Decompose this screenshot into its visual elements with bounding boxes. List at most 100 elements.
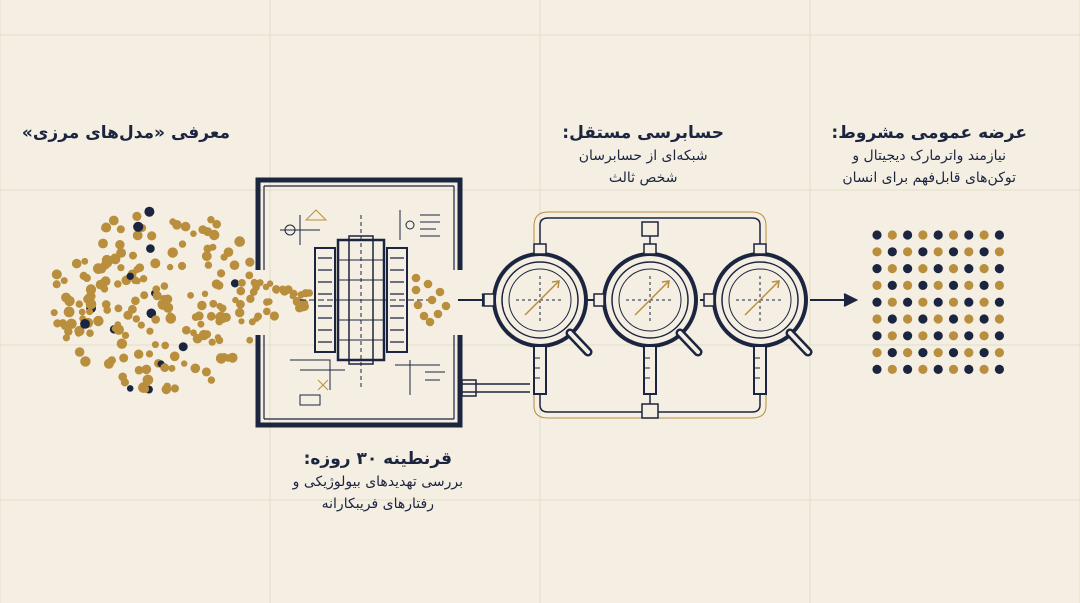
model-dot bbox=[265, 298, 273, 305]
release-dot bbox=[933, 314, 943, 324]
model-dot bbox=[295, 303, 304, 313]
stage-release-line-1: نیازمند واترمارک دیجیتال و bbox=[852, 148, 1007, 164]
model-dot bbox=[123, 310, 133, 320]
model-dot bbox=[197, 320, 205, 328]
model-dot bbox=[82, 274, 91, 282]
model-dot bbox=[251, 279, 260, 288]
release-dot bbox=[994, 264, 1005, 274]
blueprint-annotations bbox=[280, 209, 445, 406]
release-dot bbox=[979, 331, 989, 341]
release-dot bbox=[918, 230, 928, 240]
release-dot bbox=[964, 264, 974, 274]
stage-intro-title: معرفی «مدل‌های مرزی» bbox=[21, 123, 230, 143]
lens-inner-ring bbox=[501, 261, 579, 339]
model-dot bbox=[419, 311, 429, 321]
model-dot bbox=[100, 276, 111, 287]
model-dot bbox=[169, 218, 177, 226]
model-dot bbox=[66, 318, 77, 329]
model-dot bbox=[145, 350, 154, 358]
model-dot bbox=[289, 289, 298, 298]
centrifuge-core bbox=[300, 215, 430, 390]
model-dot bbox=[129, 251, 137, 260]
model-dot bbox=[425, 317, 435, 327]
release-dot bbox=[933, 230, 943, 240]
model-dot bbox=[139, 275, 148, 283]
release-dot bbox=[994, 364, 1005, 374]
release-dot bbox=[872, 331, 882, 341]
release-dot bbox=[887, 348, 897, 358]
frontier-model-cloud bbox=[50, 206, 314, 395]
model-dot bbox=[75, 329, 82, 337]
release-dot bbox=[872, 297, 882, 307]
model-dot bbox=[98, 238, 108, 249]
watermarked-release-grid bbox=[872, 230, 1005, 374]
release-dot bbox=[918, 364, 928, 374]
lens-inner-ring bbox=[611, 261, 689, 339]
chamber-port bbox=[460, 383, 530, 393]
release-dot bbox=[964, 364, 974, 374]
stage-audit-label: حسابرسی مستقل: شبکه‌ای از حسابرسان شخص ث… bbox=[562, 121, 724, 189]
release-dot bbox=[948, 331, 959, 341]
model-dot bbox=[126, 385, 134, 392]
lens-side-clamp bbox=[483, 293, 495, 307]
model-dot bbox=[203, 227, 213, 237]
lens-top-clamp bbox=[643, 243, 657, 255]
chamber-wall-bottom bbox=[255, 335, 463, 428]
model-dot bbox=[223, 247, 234, 257]
model-dot bbox=[81, 257, 89, 265]
release-dot bbox=[887, 331, 897, 341]
model-dot bbox=[134, 365, 144, 375]
stage-audit-title: حسابرسی مستقل: bbox=[562, 123, 724, 143]
release-dot bbox=[948, 348, 959, 358]
model-dot bbox=[190, 363, 201, 374]
model-dot bbox=[204, 261, 213, 269]
release-dot bbox=[872, 247, 882, 257]
lens-handle-inner bbox=[788, 331, 810, 354]
release-dot bbox=[964, 230, 974, 240]
model-dot bbox=[61, 292, 71, 303]
model-dot bbox=[190, 230, 197, 237]
release-dot bbox=[979, 280, 989, 290]
release-dot bbox=[994, 247, 1005, 257]
model-dot bbox=[152, 291, 162, 301]
lens-inner-ring bbox=[721, 261, 799, 339]
model-dot bbox=[215, 311, 227, 323]
release-dot bbox=[903, 348, 913, 358]
auditor-lenses bbox=[483, 243, 813, 395]
model-dot bbox=[141, 364, 152, 375]
model-dot bbox=[119, 353, 129, 363]
model-dot bbox=[246, 294, 255, 303]
model-dot bbox=[236, 299, 245, 309]
release-dot bbox=[903, 297, 913, 307]
model-dot bbox=[217, 269, 226, 278]
lens-glass bbox=[618, 268, 682, 332]
model-dot bbox=[411, 273, 421, 283]
model-dot bbox=[166, 263, 174, 271]
model-dot bbox=[52, 280, 61, 289]
stage-quarantine-label: قرنطینه ۳۰ روزه: بررسی تهدیدهای بیولوژیک… bbox=[293, 447, 463, 515]
lens-glass bbox=[508, 268, 572, 332]
lens-pointer bbox=[524, 281, 559, 316]
stage-intro-label: معرفی «مدل‌های مرزی» bbox=[22, 121, 230, 145]
model-dot bbox=[144, 206, 155, 217]
model-dot bbox=[263, 307, 271, 316]
model-dot bbox=[215, 353, 227, 364]
model-dot bbox=[141, 385, 150, 393]
model-dot bbox=[100, 285, 109, 293]
model-dot bbox=[103, 358, 114, 369]
model-dot bbox=[245, 271, 254, 280]
lens-handle-inner bbox=[678, 331, 700, 354]
release-dot bbox=[887, 264, 897, 274]
release-dot bbox=[979, 264, 989, 274]
model-dot bbox=[411, 285, 421, 295]
release-dot bbox=[903, 264, 913, 274]
lens-side-clamp bbox=[593, 293, 605, 307]
release-dot bbox=[872, 364, 882, 374]
release-dot bbox=[948, 297, 959, 307]
model-dot bbox=[227, 352, 238, 363]
model-dot bbox=[163, 294, 173, 304]
model-dot bbox=[238, 318, 245, 325]
release-dot bbox=[994, 331, 1005, 341]
